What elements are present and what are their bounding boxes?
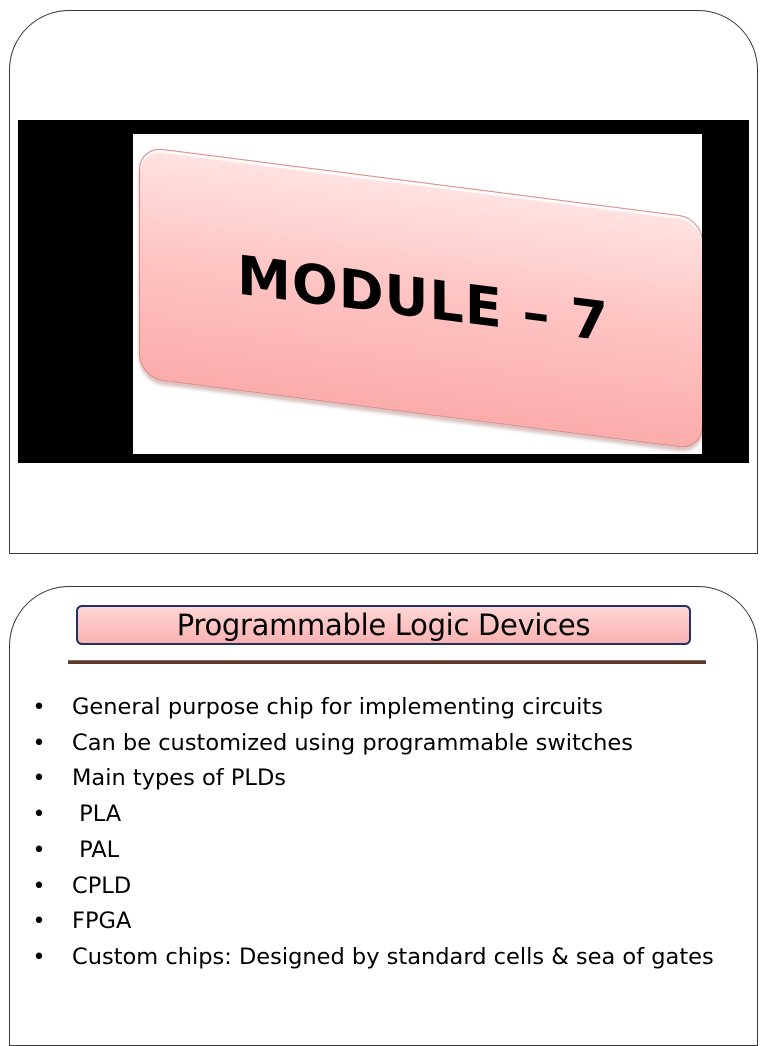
bullet-text: FPGA [72,908,132,935]
list-item: • CPLD [10,869,759,905]
bullet-icon: • [32,695,46,720]
list-item: • PAL [10,833,759,869]
list-item: • PLA [10,797,759,833]
module-title: MODULE – 7 [237,242,609,354]
pld-slide: Programmable Logic Devices • General pur… [9,586,758,1046]
bullet-text: Main types of PLDs [72,765,286,792]
slide-title-box: Programmable Logic Devices [76,605,691,645]
slide-title: Programmable Logic Devices [176,608,591,642]
bullet-icon: • [32,802,46,828]
list-item: • Main types of PLDs [10,761,759,797]
bullet-icon: • [32,730,46,756]
module-card: MODULE – 7 [139,145,702,451]
list-item: • FPGA [10,904,759,940]
bullet-list: • General purpose chip for implementing … [10,690,759,976]
bullet-text: General purpose chip for implementing ci… [72,694,603,720]
list-item: • General purpose chip for implementing … [10,690,759,726]
title-divider [68,660,706,664]
bullet-icon: • [32,944,46,970]
bullet-icon: • [32,873,46,899]
bullet-text: PAL [72,836,120,863]
list-item: • Can be customized using programmable s… [10,726,759,762]
module-slide: MODULE – 7 [9,10,758,554]
bullet-text: PLA [72,801,122,828]
module-banner-image: MODULE – 7 [133,134,702,454]
bullet-text: Can be customized using programmable swi… [72,729,633,756]
bullet-icon: • [32,766,46,792]
bullet-icon: • [32,909,46,935]
bullet-text: Custom chips: Designed by standard cells… [72,943,714,970]
list-item: • Custom chips: Designed by standard cel… [10,940,759,976]
bullet-icon: • [32,837,46,863]
module-banner: MODULE – 7 [18,120,749,463]
bullet-text: CPLD [72,872,132,899]
